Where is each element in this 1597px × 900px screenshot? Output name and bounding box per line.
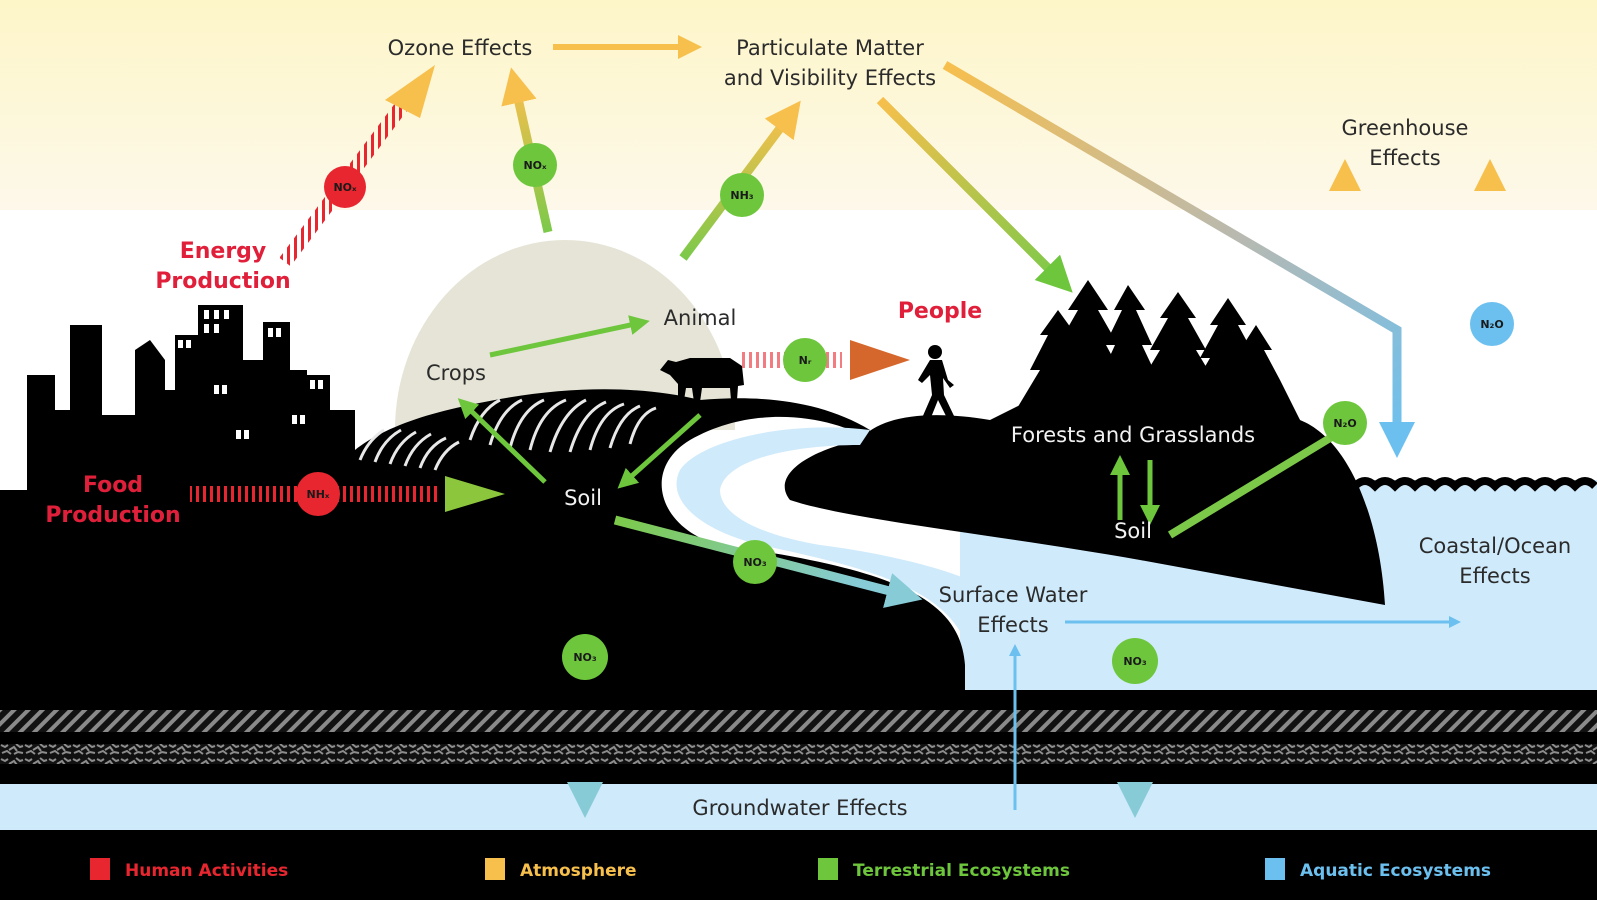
legend-swatch-atmosphere <box>485 858 505 880</box>
badge-energy-nox: NOₓ <box>324 166 366 208</box>
label-soil-left: Soil <box>564 486 602 510</box>
city-skyline <box>0 305 355 490</box>
arrowhead-energy-ozone <box>385 65 435 118</box>
label-surface-water-line2: Effects <box>977 613 1048 637</box>
farmland-land <box>0 389 965 690</box>
legend-label-aquatic: Aquatic Ecosystems <box>1300 861 1491 881</box>
soil-layer-hatched <box>0 710 1597 732</box>
crop-rows <box>358 398 657 471</box>
arrow-particulate-to-forest <box>876 96 1073 293</box>
badge-people-nr: Nᵣ <box>783 338 827 382</box>
legend-label-atmosphere: Atmosphere <box>520 861 637 881</box>
label-forests-grasslands: Forests and Grasslands <box>1011 423 1255 447</box>
label-particulate-line2: and Visibility Effects <box>724 66 936 90</box>
legend-swatch-aquatic <box>1265 858 1285 880</box>
svg-text:NOₓ: NOₓ <box>333 181 357 194</box>
badge-ocean-n2o: N₂O <box>1470 302 1514 346</box>
legend-swatch-terrestrial <box>818 858 838 880</box>
label-greenhouse-line2: Effects <box>1369 146 1440 170</box>
legend-label-human: Human Activities <box>125 861 288 881</box>
arrow-animal-to-soil <box>617 413 702 489</box>
label-surface-water-line1: Surface Water <box>939 583 1088 607</box>
cow-icon <box>660 358 744 402</box>
soil-layer-top <box>0 690 1597 710</box>
arrowhead-food-soil <box>445 476 505 512</box>
legend-item-aquatic: Aquatic Ecosystems <box>1265 858 1491 881</box>
svg-text:NOₓ: NOₓ <box>523 159 547 172</box>
badge-animal-nh3: NH₃ <box>720 173 764 217</box>
svg-text:Nᵣ: Nᵣ <box>799 354 812 367</box>
label-animal: Animal <box>664 306 737 330</box>
label-crops: Crops <box>426 361 486 385</box>
label-energy-line2: Production <box>155 269 290 294</box>
legend-item-terrestrial: Terrestrial Ecosystems <box>818 858 1070 881</box>
badge-forest-n2o: N₂O <box>1323 401 1367 445</box>
legend-swatch-human <box>90 858 110 880</box>
forest-land <box>784 380 1385 605</box>
forest-trees <box>1010 280 1300 420</box>
legend-bar <box>0 830 1597 900</box>
arrow-soil-to-crops <box>457 398 547 484</box>
label-coastal-line2: Effects <box>1459 564 1530 588</box>
legend-item-human-activities: Human Activities <box>90 858 288 881</box>
label-people: People <box>898 299 982 324</box>
badge-food-nr: NHₓ <box>296 472 340 516</box>
arrow-particulate-to-ocean <box>942 61 1415 458</box>
svg-text:NHₓ: NHₓ <box>307 488 330 501</box>
person-icon <box>918 345 955 420</box>
arrowhead-people <box>850 340 910 380</box>
atmosphere-band <box>0 0 1597 210</box>
label-food-line2: Production <box>45 503 180 528</box>
groundwater-layer <box>0 784 1597 830</box>
bedrock-layer <box>0 764 1597 784</box>
river <box>676 427 1010 690</box>
svg-text:N₂O: N₂O <box>1333 417 1356 430</box>
crops-dome <box>395 240 735 430</box>
legend-item-atmosphere: Atmosphere <box>485 858 637 881</box>
label-greenhouse-line1: Greenhouse <box>1342 116 1469 140</box>
label-groundwater: Groundwater Effects <box>692 796 907 820</box>
label-energy-line1: Energy <box>180 239 267 264</box>
label-particulate-line1: Particulate Matter <box>736 36 924 60</box>
badge-soil-runoff-no3: NO₃ <box>733 540 777 584</box>
svg-text:N₂O: N₂O <box>1480 318 1503 331</box>
badge-crops-nox: NOₓ <box>513 143 557 187</box>
badge-soil-leach-no3: NO₃ <box>562 634 608 680</box>
svg-text:NO₃: NO₃ <box>573 651 597 664</box>
line-soil-to-n2o <box>1167 431 1338 539</box>
badge-forest-leach-no3: NO₃ <box>1112 638 1158 684</box>
svg-text:NH₃: NH₃ <box>730 189 753 202</box>
building-windows <box>178 310 323 439</box>
label-soil-right: Soil <box>1114 519 1152 543</box>
label-ozone-effects: Ozone Effects <box>388 36 533 60</box>
arrow-crops-to-animal <box>489 315 650 358</box>
ocean-wave-line <box>1352 477 1597 492</box>
soil-layer-dark <box>0 732 1597 744</box>
svg-text:NO₃: NO₃ <box>743 556 767 569</box>
legend-label-terrestrial: Terrestrial Ecosystems <box>853 861 1070 881</box>
label-coastal-line1: Coastal/Ocean <box>1419 534 1572 558</box>
svg-text:NO₃: NO₃ <box>1123 655 1147 668</box>
gravel-layer <box>0 744 1597 764</box>
label-food-line1: Food <box>83 473 143 498</box>
